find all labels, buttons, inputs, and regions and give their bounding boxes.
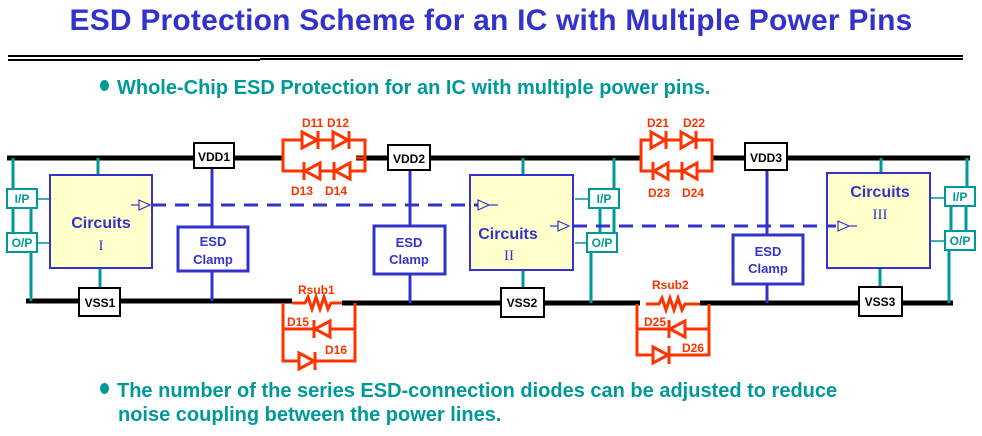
- diagram-label: D26: [682, 341, 704, 355]
- io-box-middle-output: O/P: [586, 232, 618, 253]
- bullet-dot-icon: [100, 80, 109, 91]
- circuit-label: Circuits: [850, 184, 910, 201]
- diagram-label: D21: [647, 116, 669, 130]
- io-box-left-output: O/P: [6, 232, 38, 253]
- diode-icon: [331, 160, 352, 182]
- diagram-label: Clamp: [748, 261, 788, 276]
- diagram-label: VSS2: [507, 296, 538, 310]
- title-divider-bottom-left: [8, 59, 260, 61]
- io-label: O/P: [12, 236, 33, 250]
- diode-icon: [301, 160, 322, 182]
- vdd-diode-group-2: [639, 129, 714, 182]
- io-box-middle-input: I/P: [588, 188, 620, 209]
- circuit-block-2: Circuits II: [469, 174, 574, 271]
- diagram-label: VDD2: [393, 152, 425, 166]
- diagram-label: Rsub1: [298, 283, 335, 297]
- signal-lines: [152, 203, 836, 228]
- diode-icon: [651, 344, 672, 366]
- bullet-text: The number of the series ESD-connection …: [117, 380, 838, 402]
- diode-icon: [679, 160, 699, 182]
- diagram-label: D11: [302, 116, 324, 130]
- bullet-whole-chip: Whole-Chip ESD Protection for an IC with…: [100, 77, 710, 100]
- resistor-icon: [292, 292, 342, 314]
- diode-icon: [331, 129, 352, 151]
- diode-icon: [649, 129, 669, 151]
- vss-pin-1: VSS1: [78, 287, 121, 317]
- page-title: ESD Protection Scheme for an IC with Mul…: [69, 4, 913, 37]
- diagram-label: VSS1: [85, 296, 116, 310]
- esd-clamp-2: ESD Clamp: [372, 224, 447, 276]
- bullet-text: noise coupling between the power lines.: [118, 404, 502, 426]
- diagram-label: Clamp: [389, 252, 429, 267]
- io-box-left-input: I/P: [6, 188, 38, 209]
- vdd-pin-3: VDD3: [744, 142, 788, 171]
- io-stubs: [38, 197, 944, 244]
- diode-icon: [311, 318, 332, 340]
- circuit-label: Circuits: [478, 226, 538, 243]
- buffer-icon: [550, 220, 571, 232]
- circuit-block-1: Circuits I: [49, 174, 153, 269]
- vss-link-2: [635, 293, 711, 366]
- circuit-numeral: III: [873, 207, 888, 223]
- diagram-label: ESD: [200, 234, 227, 249]
- bullet-text: Whole-Chip ESD Protection for an IC with…: [117, 77, 711, 99]
- vss-pin-2: VSS2: [500, 287, 545, 318]
- bullet-series-diodes-cont: noise coupling between the power lines.: [118, 404, 501, 427]
- diagram-label: VDD1: [198, 150, 230, 164]
- diagram-label: D15: [287, 315, 309, 329]
- io-box-right-input: I/P: [944, 186, 976, 207]
- io-label: O/P: [950, 234, 971, 248]
- circuit-numeral: II: [504, 248, 514, 264]
- buffer-icon: [131, 199, 152, 211]
- diagram-label: Rsub2: [652, 278, 689, 292]
- vss-pin-3: VSS3: [858, 286, 903, 317]
- buffer-icon: [837, 220, 857, 232]
- buffer-icon: [477, 199, 498, 211]
- buffers: [131, 199, 857, 232]
- diagram-label: VDD3: [750, 151, 782, 165]
- vdd-diode-group-1: [281, 129, 367, 182]
- diagram-label: D25: [644, 315, 666, 329]
- circuit-block-3: Circuits III: [826, 172, 931, 269]
- io-wiring: [11, 158, 969, 303]
- io-box-right-output: O/P: [944, 230, 976, 251]
- diagram-label: Clamp: [193, 252, 233, 267]
- io-label: I/P: [953, 190, 968, 204]
- diagram-label: ESD: [755, 244, 782, 259]
- resistor-icon: [646, 293, 700, 315]
- diagram-label: D16: [325, 343, 347, 357]
- esd-clamp-3: ESD Clamp: [731, 233, 805, 286]
- title-divider-bottom-right: [260, 58, 963, 60]
- vdd-pin-2: VDD2: [387, 144, 431, 171]
- vss-link-1: [281, 292, 357, 372]
- diagram-label: D23: [648, 186, 670, 200]
- esd-clamp-1: ESD Clamp: [176, 225, 250, 273]
- diagram-label: D22: [683, 116, 705, 130]
- io-label: O/P: [592, 236, 613, 250]
- circuit-numeral: I: [99, 238, 104, 254]
- circuit-label: Circuits: [71, 215, 131, 232]
- diagram-label: D12: [327, 116, 349, 130]
- diagram-label: ESD: [396, 235, 423, 250]
- title-divider-top: [8, 55, 963, 57]
- diode-icon: [297, 350, 318, 372]
- vss-rails: [26, 298, 953, 306]
- diagram-label: D13: [291, 184, 313, 198]
- diode-icon: [650, 160, 670, 182]
- io-label: I/P: [15, 192, 30, 206]
- diode-icon: [679, 129, 699, 151]
- io-label: I/P: [597, 192, 612, 206]
- diode-icon: [300, 129, 321, 151]
- diode-icon: [666, 318, 687, 340]
- diagram-label: D24: [682, 186, 704, 200]
- diagram-label: D14: [325, 184, 347, 198]
- vdd-pin-1: VDD1: [193, 142, 235, 169]
- bullet-dot-icon: [100, 383, 109, 394]
- bullet-series-diodes: The number of the series ESD-connection …: [100, 380, 837, 403]
- diagram-label: VSS3: [865, 295, 896, 309]
